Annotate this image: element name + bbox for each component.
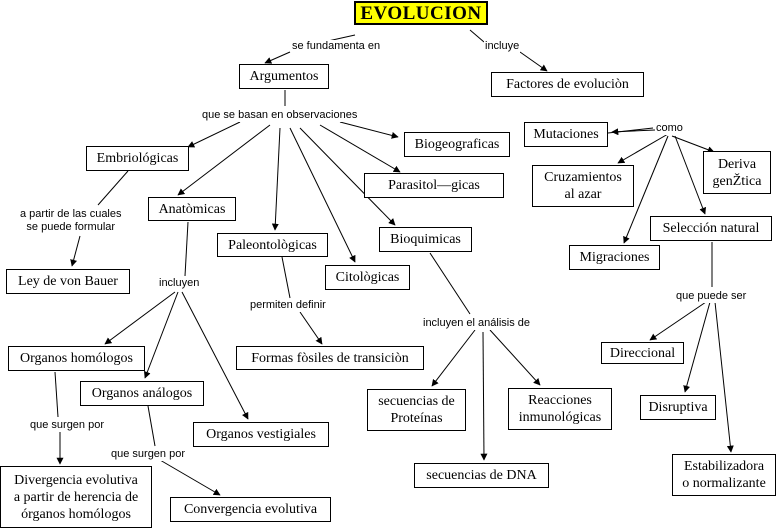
node-convergencia: Convergencia evolutiva <box>170 497 331 522</box>
connector-line <box>147 405 156 447</box>
node-parasitologicas: Parasitol—gicas <box>364 173 504 198</box>
connector-line <box>683 301 711 393</box>
link-a-partir: a partir de las cuales se puede formular <box>19 208 123 234</box>
node-cruzamientos: Cruzamientos al azar <box>532 165 634 207</box>
connector-line <box>54 371 59 418</box>
connector-line <box>429 252 471 315</box>
connector-line <box>319 124 401 173</box>
node-estabilizadora: Estabilizadora o normalizante <box>672 454 776 496</box>
connector-line <box>104 291 176 345</box>
node-direccional: Direccional <box>601 342 684 364</box>
connector-line <box>649 301 707 341</box>
node-secuencias-dna: secuencias de DNA <box>414 463 549 488</box>
connector-line <box>339 121 399 139</box>
node-embriologicas: Embriológicas <box>86 146 189 171</box>
connector-line <box>181 291 249 420</box>
link-puede-ser: que puede ser <box>675 290 748 303</box>
link-incluye: incluye <box>484 40 521 53</box>
connector-line <box>469 29 485 43</box>
node-citologicas: Citològicas <box>325 265 410 290</box>
connector-line <box>271 127 281 231</box>
connector-line <box>299 311 323 345</box>
node-anatomicas: Anatòmicas <box>148 197 236 221</box>
connector-line <box>611 128 656 136</box>
connector-line <box>519 51 548 72</box>
connector-line <box>281 256 291 299</box>
node-organos-vestigiales: Organos vestigiales <box>193 422 329 447</box>
node-migraciones: Migraciones <box>569 245 660 270</box>
title-node: EVOLUCION <box>354 1 488 25</box>
connector-line <box>289 127 356 263</box>
connector-line <box>70 235 81 267</box>
link-como: como <box>655 122 684 135</box>
connector-line <box>97 170 129 206</box>
node-seleccion-natural: Selección natural <box>650 216 772 241</box>
node-paleontologicas: Paleontològicas <box>217 233 328 257</box>
connector-line <box>299 127 396 226</box>
connector-line <box>187 121 241 148</box>
node-divergencia: Divergencia evolutiva a partir de herenc… <box>0 466 152 528</box>
node-bioquimicas: Bioquimicas <box>379 227 472 252</box>
node-reacciones-inmunologicas: Reacciones inmunológicas <box>508 388 612 430</box>
node-deriva-genetica: Deriva genŽtica <box>703 151 771 194</box>
node-organos-analogos: Organos análogos <box>80 381 204 406</box>
node-mutaciones: Mutaciones <box>524 122 608 147</box>
connector-line <box>489 329 541 386</box>
node-disruptiva: Disruptiva <box>640 395 716 420</box>
link-incluyen: incluyen <box>158 277 201 290</box>
connector-line <box>264 51 291 64</box>
link-surgen-2: que surgen por <box>110 448 186 461</box>
link-permiten: permiten definir <box>249 299 327 312</box>
link-se-fundamenta: se fundamenta en <box>291 40 382 53</box>
connector-line <box>143 291 179 379</box>
node-argumentos: Argumentos <box>239 64 329 89</box>
connector-line <box>671 135 715 154</box>
node-ley-von-bauer: Ley de von Bauer <box>6 269 130 294</box>
link-surgen-1: que surgen por <box>29 419 105 432</box>
link-se-basan: que se basan en observaciones <box>201 109 359 122</box>
connector-line <box>623 135 669 244</box>
node-biogeograficas: Biogeograficas <box>404 132 510 157</box>
connector-line <box>617 133 669 164</box>
connector-line <box>714 301 734 453</box>
connector-line <box>177 124 271 196</box>
node-formas-fosiles: Formas fòsiles de transiciòn <box>236 346 424 370</box>
node-secuencias-proteinas: secuencias de Proteínas <box>367 389 466 431</box>
connector-line <box>431 329 476 387</box>
connector-line <box>674 135 707 215</box>
connector-line <box>480 331 488 461</box>
connector-line <box>159 459 221 496</box>
node-factores: Factores de evoluciòn <box>491 72 644 97</box>
connector-line <box>184 221 189 277</box>
link-incluyen-analisis: incluyen el análisis de <box>422 317 532 330</box>
node-organos-homologos: Organos homólogos <box>8 346 145 371</box>
